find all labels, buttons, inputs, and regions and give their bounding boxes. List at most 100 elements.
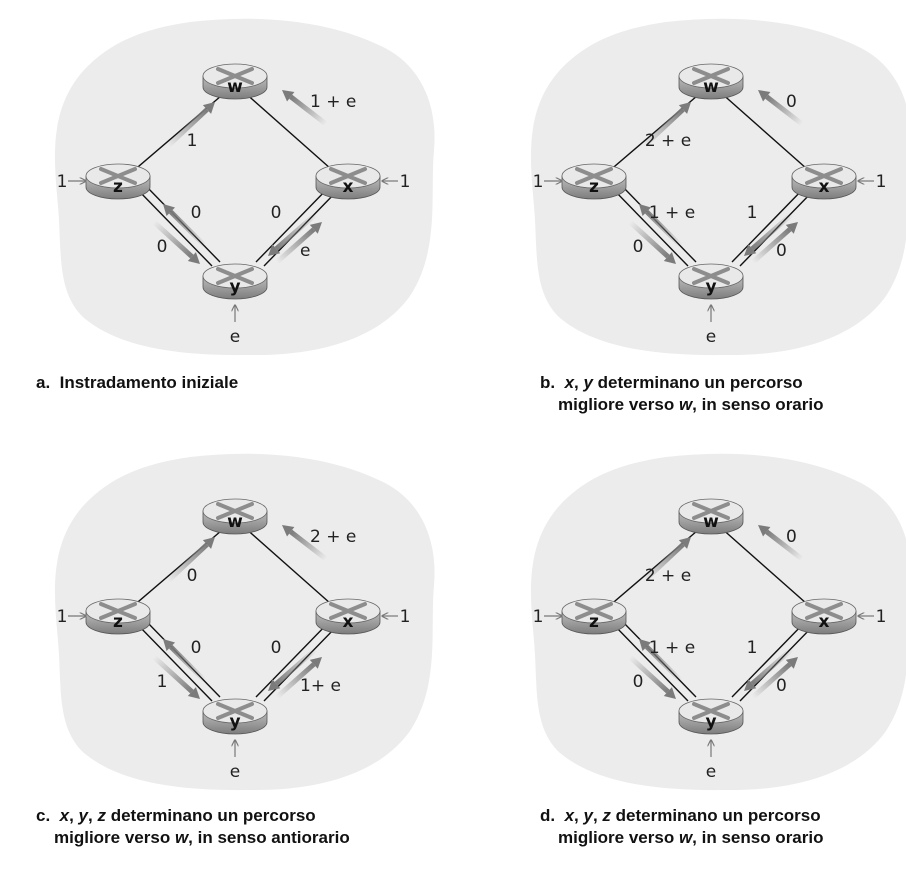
caption-text: , in senso antiorario: [188, 828, 350, 847]
router-y-label: y: [229, 277, 240, 297]
flow-arrow-x-y-to-x-d: [751, 657, 798, 699]
flow-label-z-y-down: 0: [633, 237, 644, 257]
caption-text: determinano un percorso: [105, 806, 316, 825]
router-y-label: y: [705, 712, 716, 732]
flow-arrow-z-w-c: [166, 537, 215, 583]
caption-letter: c.: [36, 806, 60, 825]
flow-label-x-w: 0: [786, 527, 797, 547]
router-x-x-icon: [805, 602, 843, 620]
router-y: y: [202, 263, 268, 300]
flow-arrow-x-y-to-x-b: [751, 222, 798, 264]
caption-variable: z: [602, 806, 611, 825]
flow-label-x-w: 1 + e: [310, 92, 356, 112]
flow-label-z-y-up: 0: [191, 203, 202, 223]
flow-label-x-y-to-y: 1: [747, 203, 758, 223]
router-w-label: w: [703, 512, 719, 532]
link-z-y: [137, 189, 213, 267]
router-z: z: [561, 598, 627, 635]
router-w: w: [202, 498, 268, 535]
input-label-z: 1: [57, 172, 68, 192]
input-label-y: e: [230, 762, 240, 782]
flow-label-z-w: 2 + e: [645, 566, 691, 586]
flow-arrow-x-w-a: [282, 90, 328, 126]
input-label-x: 1: [876, 607, 887, 627]
caption-letter: a.: [36, 373, 60, 392]
router-z-x-icon: [575, 167, 613, 185]
caption-variable: x: [59, 806, 70, 825]
router-y-x-icon: [216, 267, 254, 285]
input-label-x: 1: [876, 172, 887, 192]
router-x-label: x: [343, 612, 354, 632]
input-label-z: 1: [533, 607, 544, 627]
caption-variable: y: [78, 806, 89, 825]
caption-variable: z: [97, 806, 106, 825]
caption-variable: w: [678, 828, 693, 847]
caption-line-1: a. Instradamento iniziale: [36, 372, 238, 394]
router-x: x: [315, 163, 381, 200]
router-w-label: w: [227, 77, 243, 97]
caption-variable: w: [174, 828, 189, 847]
link-x-y: [255, 620, 331, 698]
flow-arrow-x-w-c: [282, 525, 328, 561]
router-x: x: [791, 598, 857, 635]
input-label-y: e: [706, 762, 716, 782]
flow-arrow-x-y-to-y-a: [268, 212, 318, 256]
router-z-x-icon: [99, 602, 137, 620]
flow-arrow-z-y-up-d: [639, 639, 683, 683]
link-z-y: [613, 624, 689, 702]
router-w: w: [202, 63, 268, 100]
caption-line-1: c. x, y, z determinano un percorso: [36, 805, 350, 827]
router-y-x-icon: [692, 702, 730, 720]
router-w: w: [678, 63, 744, 100]
network-cloud: [531, 18, 906, 356]
input-label-x: 1: [400, 172, 411, 192]
flow-label-x-y-to-x: 0: [776, 676, 787, 696]
network-cloud: [54, 453, 435, 791]
flow-arrow-z-y-up-c: [163, 639, 207, 683]
caption-text: migliore verso: [558, 828, 679, 847]
flow-label-x-w: 0: [786, 92, 797, 112]
caption-text: Instradamento iniziale: [59, 373, 239, 392]
router-z-label: z: [589, 612, 599, 632]
caption-text: ,: [574, 806, 584, 825]
caption-text: , in senso orario: [692, 395, 824, 414]
router-w-x-icon: [692, 67, 730, 85]
flow-arrow-x-y-to-x-a: [275, 222, 322, 264]
caption-letter: d.: [540, 806, 565, 825]
flow-label-z-w: 2 + e: [645, 131, 691, 151]
link-x-y: [731, 185, 807, 263]
caption-line-1: b. x, y determinano un percorso: [540, 372, 823, 394]
flow-arrow-z-w-b: [642, 102, 691, 148]
router-x: x: [315, 598, 381, 635]
input-label-y: e: [230, 327, 240, 347]
caption-text: , in senso orario: [692, 828, 824, 847]
router-z: z: [561, 163, 627, 200]
caption-text: ,: [69, 806, 79, 825]
router-w-x-icon: [216, 67, 254, 85]
flow-arrow-z-y-down-b: [628, 220, 676, 264]
caption-variable: x: [564, 806, 575, 825]
caption-line-2: migliore verso w, in senso orario: [540, 394, 823, 416]
input-label-x: 1: [400, 607, 411, 627]
caption-text: ,: [592, 806, 603, 825]
flow-label-x-y-to-y: 0: [271, 203, 282, 223]
caption-line-2: migliore verso w, in senso antiorario: [36, 827, 350, 849]
flow-label-x-y-to-x: e: [300, 241, 310, 261]
input-label-z: 1: [533, 172, 544, 192]
flow-arrow-x-w-b: [758, 90, 804, 126]
router-x-x-icon: [805, 167, 843, 185]
router-y: y: [202, 698, 268, 735]
flow-label-z-y-up: 1 + e: [649, 638, 695, 658]
flow-label-z-y-down: 0: [633, 672, 644, 692]
flow-arrow-x-y-to-y-d: [744, 647, 794, 691]
flow-arrow-x-y-to-y-c: [268, 647, 318, 691]
router-w-label: w: [227, 512, 243, 532]
caption-variable: y: [583, 373, 593, 392]
router-z: z: [85, 163, 151, 200]
router-y-label: y: [705, 277, 716, 297]
